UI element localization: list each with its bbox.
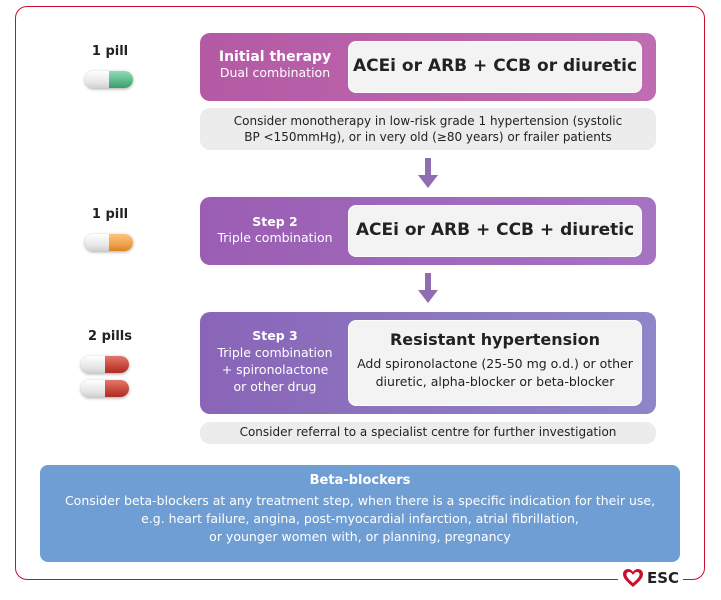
note-line: Consider monotherapy in low-risk grade 1…	[233, 114, 623, 128]
beta-blockers-line: Consider beta-blockers at any treatment …	[64, 493, 656, 508]
beta-blockers-title: Beta-blockers	[309, 473, 411, 488]
beta-blockers-line: e.g. heart failure, angina, post-myocard…	[141, 511, 579, 526]
down-arrow-icon	[418, 273, 438, 303]
step-subtitle: Dual combination	[219, 65, 331, 80]
step-title: Step 2	[252, 214, 298, 229]
step-3-box: Step 3 Triple combination + spironolacto…	[200, 312, 656, 414]
heart-icon	[623, 569, 643, 587]
step-title: Initial therapy	[218, 49, 332, 65]
monotherapy-note: Consider monotherapy in low-risk grade 1…	[200, 108, 656, 150]
red-pill-icon	[81, 356, 129, 373]
esc-logo-text: ESC	[647, 569, 680, 587]
therapy-combination: ACEi or ARB + CCB + diuretic	[348, 205, 642, 257]
step-subtitle: + spironolactone	[221, 362, 329, 377]
green-pill-icon	[85, 71, 133, 88]
step-subtitle: or other drug	[233, 379, 317, 394]
box-title: Resistant hypertension	[389, 330, 601, 349]
box-line: Add spironolactone (25-50 mg o.d.) or ot…	[357, 356, 633, 371]
step-2-box: Step 2 Triple combination ACEi or ARB + …	[200, 197, 656, 265]
step-subtitle: Triple combination	[217, 345, 333, 360]
red-pill-icon	[81, 380, 129, 397]
resistant-hypertension-box: Resistant hypertension Add spironolacton…	[348, 320, 642, 406]
therapy-combination: ACEi or ARB + CCB or diuretic	[348, 41, 642, 93]
box-line: diuretic, alpha-blocker or beta-blocker	[375, 374, 615, 389]
step-subtitle: Triple combination	[217, 230, 333, 245]
initial-therapy-box: Initial therapy Dual combination ACEi or…	[200, 33, 656, 101]
pill-count-label: 1 pill	[91, 44, 129, 59]
referral-note: Consider referral to a specialist centre…	[200, 422, 656, 444]
pill-count-label: 2 pills	[88, 329, 132, 344]
pill-count-label: 1 pill	[91, 207, 129, 222]
outer-frame	[15, 6, 705, 580]
esc-logo: ESC	[618, 568, 684, 588]
step-title: Step 3	[252, 328, 298, 343]
down-arrow-icon	[418, 158, 438, 188]
beta-blockers-box: Beta-blockers Consider beta-blockers at …	[40, 465, 680, 562]
beta-blockers-line: or younger women with, or planning, preg…	[209, 529, 511, 544]
orange-pill-icon	[85, 234, 133, 251]
note-line: BP <150mmHg), or in very old (≥80 years)…	[244, 130, 612, 144]
